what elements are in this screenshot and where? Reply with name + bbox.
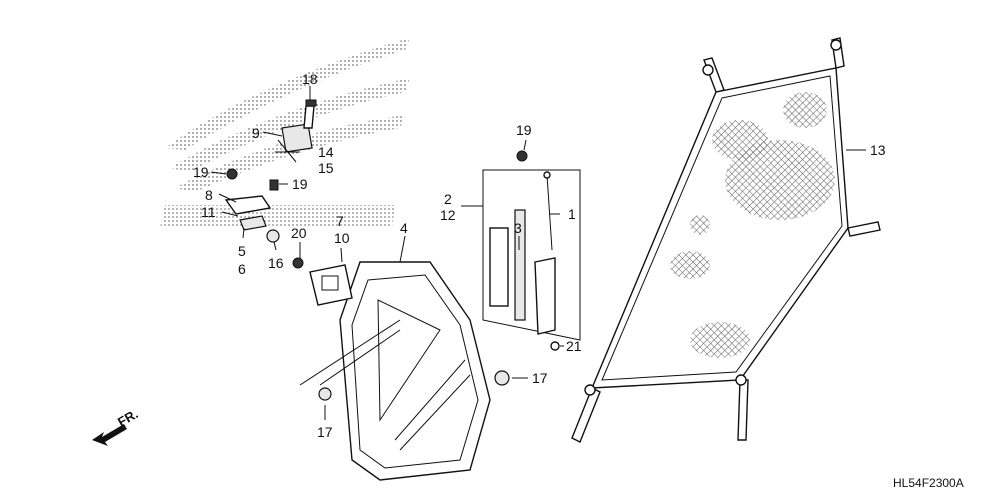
callout-19-right: 19 bbox=[516, 122, 532, 138]
nut-20 bbox=[292, 257, 304, 269]
callout-6: 6 bbox=[238, 261, 246, 277]
diagram-code: HL54F2300A bbox=[893, 476, 964, 490]
cargo-net-13 bbox=[571, 37, 881, 443]
nut-16 bbox=[266, 229, 280, 243]
callout-8: 8 bbox=[205, 187, 213, 203]
callout-3: 3 bbox=[514, 220, 522, 236]
callout-21: 21 bbox=[566, 338, 582, 354]
callout-20: 20 bbox=[291, 225, 307, 241]
bolt-19-center bbox=[269, 179, 279, 191]
callout-17-bottom: 17 bbox=[317, 424, 333, 440]
nut-19-left bbox=[226, 168, 238, 180]
callout-9: 9 bbox=[252, 125, 260, 141]
callout-labels: 1 2 12 3 4 5 6 7 10 8 11 9 13 14 15 16 1… bbox=[193, 71, 886, 440]
bolt-17-bottom bbox=[318, 387, 332, 401]
callout-13: 13 bbox=[870, 142, 886, 158]
nut-19-right bbox=[516, 150, 528, 162]
leader-lines bbox=[210, 86, 866, 420]
callout-19-center: 19 bbox=[292, 176, 308, 192]
lock-rod-assembly bbox=[482, 169, 581, 351]
direction-label: FR. bbox=[115, 406, 141, 429]
callout-12: 12 bbox=[440, 207, 456, 223]
callout-11: 11 bbox=[201, 204, 216, 220]
callout-17-right: 17 bbox=[532, 370, 548, 386]
door-panel-4 bbox=[339, 261, 491, 481]
callout-15: 15 bbox=[318, 160, 334, 176]
latch-bracket-10 bbox=[309, 264, 353, 306]
callout-4: 4 bbox=[400, 220, 408, 236]
callout-18: 18 bbox=[302, 71, 318, 87]
honda-wing-watermark bbox=[160, 38, 410, 228]
callout-1: 1 bbox=[568, 206, 576, 222]
callout-7: 7 bbox=[336, 213, 344, 229]
bolt-17-right bbox=[494, 370, 510, 386]
callout-16: 16 bbox=[268, 255, 284, 271]
callout-14: 14 bbox=[318, 144, 334, 160]
callout-5: 5 bbox=[238, 243, 246, 259]
bolt-18 bbox=[305, 99, 317, 107]
callout-2: 2 bbox=[444, 191, 452, 207]
callout-19-left: 19 bbox=[193, 164, 209, 180]
front-direction-arrow: FR. bbox=[92, 406, 141, 446]
callout-10: 10 bbox=[334, 230, 350, 246]
